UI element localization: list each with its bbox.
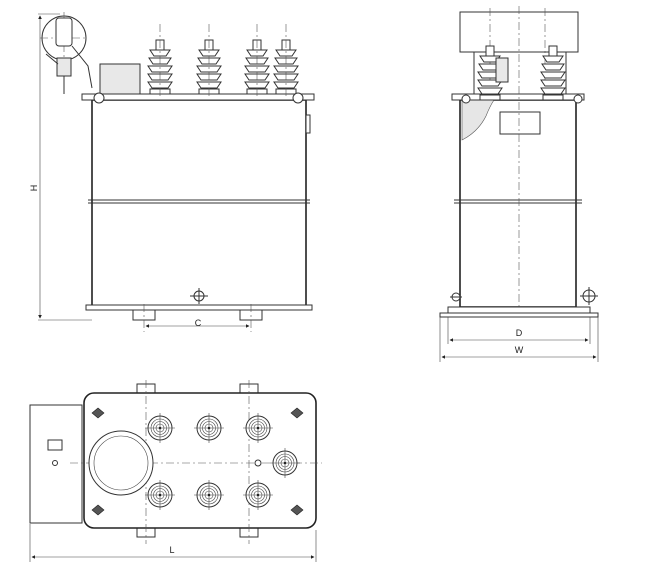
side-view: D W bbox=[439, 6, 599, 362]
dimension-label-d: D bbox=[516, 328, 523, 338]
front-drain-valve bbox=[190, 288, 208, 304]
dimension-label-c: C bbox=[195, 318, 202, 328]
dimension-label-h: H bbox=[29, 185, 39, 192]
side-nameplate bbox=[499, 111, 541, 135]
side-valves bbox=[450, 287, 598, 305]
dimension-label-w: W bbox=[515, 345, 524, 355]
top-view: L bbox=[29, 380, 322, 562]
top-inspection-cover bbox=[88, 430, 154, 496]
top-bushing-flanges bbox=[144, 412, 301, 511]
front-view: H C bbox=[29, 12, 315, 332]
front-conservator bbox=[40, 12, 93, 94]
front-bushings bbox=[147, 24, 299, 98]
front-tank-cover bbox=[81, 93, 315, 101]
dimension-label-l: L bbox=[169, 545, 174, 555]
top-cover-plate bbox=[83, 392, 317, 529]
